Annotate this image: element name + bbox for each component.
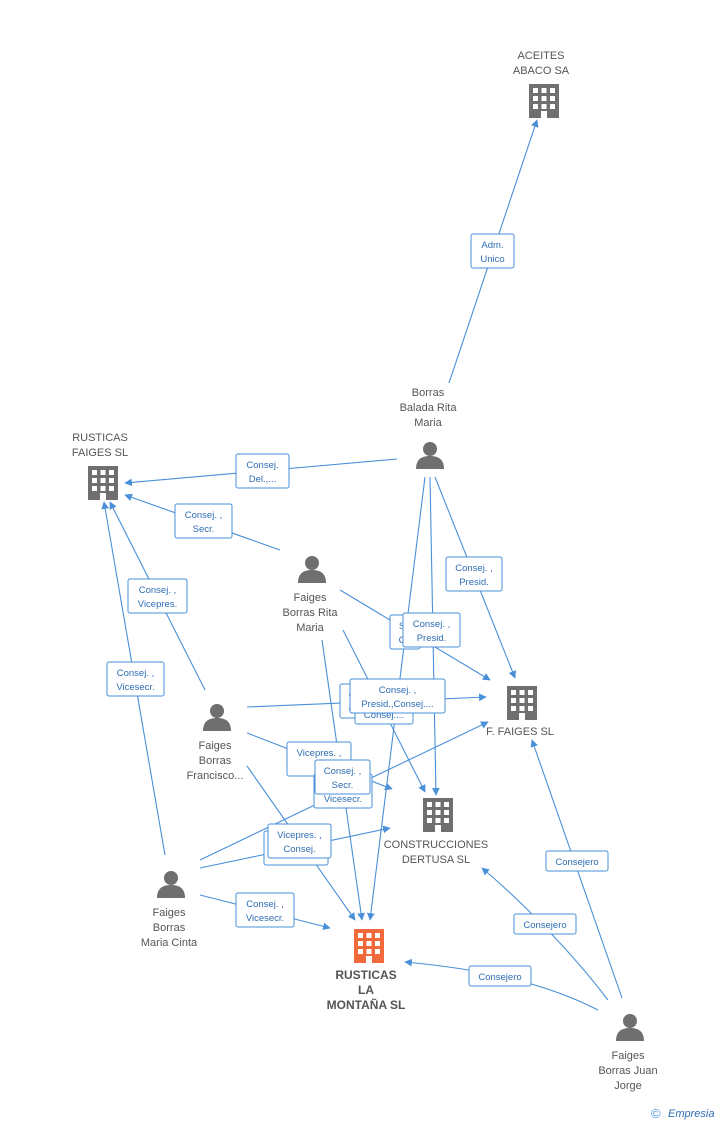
person-node-francisco[interactable]: Faiges Borras Francisco... bbox=[187, 704, 244, 782]
building-icon bbox=[423, 798, 453, 832]
svg-text:Consej. ,: Consej. , bbox=[379, 685, 417, 696]
svg-text:Consej.: Consej. bbox=[283, 844, 315, 855]
person-node-rita-balada[interactable]: Borras Balada Rita Maria bbox=[400, 387, 458, 469]
company-node-construcciones[interactable]: CONSTRUCCIONES DERTUSA SL bbox=[384, 798, 489, 866]
svg-text:Vicesecr.: Vicesecr. bbox=[116, 682, 154, 693]
node-label: Maria Cinta bbox=[141, 937, 198, 949]
brand-logo: Empresia bbox=[668, 1108, 714, 1120]
footer-brand[interactable]: © Empresia bbox=[651, 1106, 714, 1121]
svg-text:Secr.: Secr. bbox=[193, 524, 215, 535]
svg-text:Consej. ,: Consej. , bbox=[324, 766, 362, 777]
relation-labels: Adm. Unico Consej. Del.,... Consej. , Se… bbox=[106, 233, 609, 987]
node-label: Borras bbox=[412, 387, 445, 399]
person-node-cinta[interactable]: Faiges Borras Maria Cinta bbox=[141, 871, 198, 949]
relation-label[interactable]: Consej. , Vicesecr. bbox=[235, 892, 295, 928]
relation-label[interactable]: Adm. Unico bbox=[470, 233, 515, 269]
svg-text:Consejero: Consejero bbox=[555, 857, 598, 868]
relation-label[interactable]: Vicepres. , Consej. bbox=[267, 823, 332, 859]
svg-text:Unico: Unico bbox=[480, 254, 504, 265]
svg-text:Consej. ,: Consej. , bbox=[413, 619, 451, 630]
person-icon bbox=[416, 442, 444, 469]
building-icon bbox=[507, 686, 537, 720]
node-label: Balada Rita bbox=[400, 402, 458, 414]
building-icon bbox=[529, 84, 559, 118]
relation-label[interactable]: Consej. , Presid. bbox=[402, 612, 461, 648]
svg-text:C: C bbox=[399, 635, 406, 646]
relation-label[interactable]: Consejero bbox=[468, 965, 532, 987]
node-label: RUSTICAS bbox=[335, 968, 396, 982]
person-icon bbox=[298, 556, 326, 583]
node-label: F. FAIGES SL bbox=[486, 726, 554, 738]
person-node-rita-faiges[interactable]: Faiges Borras Rita Maria bbox=[282, 556, 338, 634]
node-label: MONTAÑA SL bbox=[327, 997, 406, 1012]
svg-text:Consej. ,: Consej. , bbox=[117, 668, 155, 679]
svg-text:Consej....: Consej.... bbox=[364, 710, 404, 721]
svg-text:Consejero: Consejero bbox=[478, 972, 521, 983]
node-label: Borras bbox=[153, 922, 186, 934]
company-node-rusticas-faiges[interactable]: RUSTICAS FAIGES SL bbox=[72, 432, 128, 500]
svg-text:S: S bbox=[399, 621, 405, 632]
svg-text:Presid.: Presid. bbox=[417, 633, 447, 644]
svg-text:Consej. ,: Consej. , bbox=[246, 899, 284, 910]
node-label: Faiges bbox=[293, 592, 327, 604]
svg-text:Presid.,Consej....: Presid.,Consej.... bbox=[361, 699, 433, 710]
node-label: CONSTRUCCIONES bbox=[384, 839, 489, 851]
node-label: DERTUSA SL bbox=[402, 854, 470, 866]
svg-text:Vicesecr.: Vicesecr. bbox=[246, 913, 284, 924]
node-label: RUSTICAS bbox=[72, 432, 128, 444]
person-icon bbox=[157, 871, 185, 898]
relation-label[interactable]: Consej. , Vicesecr. bbox=[106, 661, 165, 697]
node-label: Jorge bbox=[614, 1080, 642, 1092]
svg-text:Adm.: Adm. bbox=[481, 240, 503, 251]
svg-text:Del.,...: Del.,... bbox=[249, 474, 276, 485]
building-icon bbox=[88, 466, 118, 500]
relation-label[interactable]: Consejero bbox=[513, 913, 577, 935]
edges bbox=[101, 119, 623, 1011]
company-node-f-faiges[interactable]: F. FAIGES SL bbox=[486, 686, 554, 738]
relation-label[interactable]: Consej. , Secr. bbox=[174, 503, 233, 539]
node-label: FAIGES SL bbox=[72, 447, 128, 459]
svg-text:Vicepres. ,: Vicepres. , bbox=[297, 748, 342, 759]
node-label: Francisco... bbox=[187, 770, 244, 782]
person-icon bbox=[616, 1014, 644, 1041]
person-icon bbox=[203, 704, 231, 731]
node-label: Maria bbox=[296, 622, 324, 634]
company-node-rusticas-montana[interactable]: RUSTICAS LA MONTAÑA SL bbox=[327, 929, 406, 1012]
node-label: Borras bbox=[199, 755, 232, 767]
svg-text:Vicepres. ,: Vicepres. , bbox=[277, 830, 322, 841]
relation-label[interactable]: Consej. , Secr. bbox=[314, 759, 371, 795]
node-label: Maria bbox=[414, 417, 442, 429]
company-node-aceites[interactable]: ACEITES ABACO SA bbox=[513, 50, 570, 118]
node-label: ABACO SA bbox=[513, 65, 570, 77]
svg-text:Consej.: Consej. bbox=[246, 460, 278, 471]
node-label: Faiges bbox=[152, 907, 186, 919]
svg-text:Vicesecr.: Vicesecr. bbox=[324, 794, 362, 805]
copyright-icon: © bbox=[651, 1106, 661, 1121]
svg-text:Consejero: Consejero bbox=[523, 920, 566, 931]
node-label: Faiges bbox=[611, 1050, 645, 1062]
node-label: Borras Rita bbox=[282, 607, 338, 619]
relation-label[interactable]: Consej. , Presid.,Consej.... bbox=[349, 678, 446, 714]
node-label: Faiges bbox=[198, 740, 232, 752]
svg-text:Presid.: Presid. bbox=[459, 577, 489, 588]
relation-label[interactable]: Consej. Del.,... bbox=[235, 453, 290, 489]
node-label: Borras Juan bbox=[598, 1065, 657, 1077]
svg-text:Vicepres.: Vicepres. bbox=[138, 599, 177, 610]
building-icon bbox=[354, 929, 384, 963]
person-node-juan-jorge[interactable]: Faiges Borras Juan Jorge bbox=[598, 1014, 658, 1092]
svg-text:Consej. ,: Consej. , bbox=[139, 585, 177, 596]
svg-text:Consej. ,: Consej. , bbox=[455, 563, 493, 574]
svg-text:Secr.: Secr. bbox=[332, 780, 354, 791]
relation-label[interactable]: Consej. , Presid. bbox=[445, 556, 503, 592]
node-label: LA bbox=[358, 983, 374, 997]
node-label: ACEITES bbox=[517, 50, 564, 62]
relation-label[interactable]: Consejero bbox=[545, 850, 609, 872]
relation-label[interactable]: Consej. , Vicepres. bbox=[127, 578, 188, 614]
svg-text:Consej. ,: Consej. , bbox=[185, 510, 223, 521]
